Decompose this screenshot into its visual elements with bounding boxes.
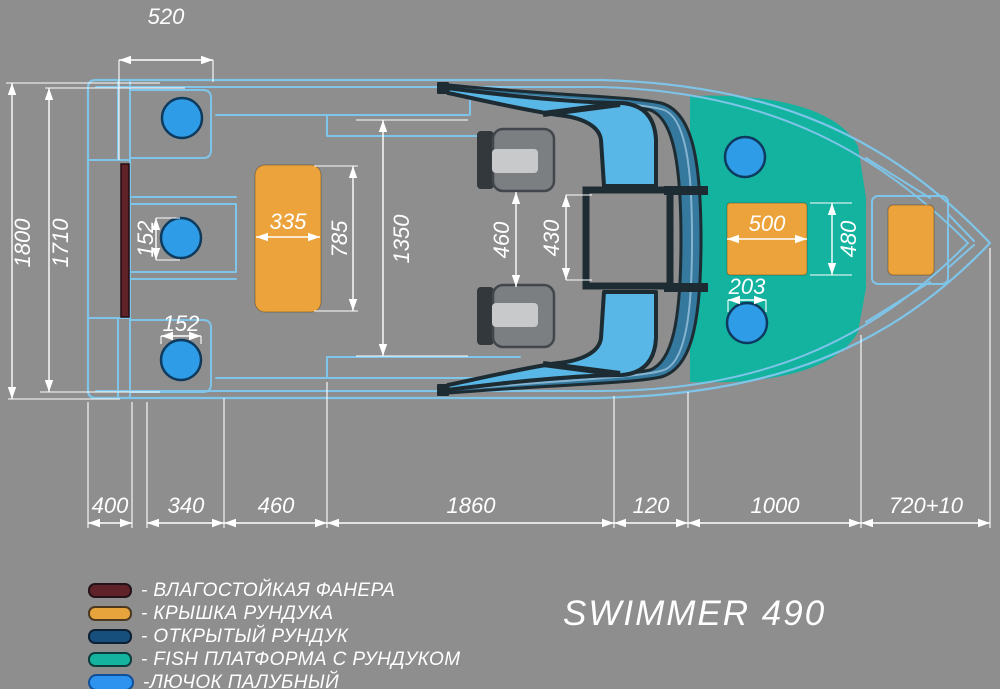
aft-bench-bottom	[129, 319, 212, 393]
dim-label-335: 335	[270, 209, 307, 234]
legend-item: - КРЫШКА РУНДУКА	[88, 603, 460, 624]
legend: - ВЛАГОСТОЙКАЯ ФАНЕРА - КРЫШКА РУНДУКА -…	[88, 580, 460, 689]
locker-lid-bow	[887, 204, 935, 276]
deck-hatches	[159, 96, 769, 382]
dim-label-340: 340	[168, 493, 205, 518]
hull-outline	[86, 78, 992, 400]
dim-label-203: 203	[728, 274, 766, 299]
dim-label-400: 400	[92, 493, 129, 518]
windshield-glass-lower	[445, 290, 658, 392]
dim-label-785: 785	[327, 220, 352, 257]
locker-lid-cockpit	[254, 164, 322, 313]
legend-item: - ОТКРЫТЫЙ РУНДУК	[88, 626, 460, 647]
legend-item: -ЛЮЧОК ПАЛУБНЫЙ	[88, 671, 460, 689]
cockpit-liner	[215, 86, 541, 379]
helm-seat-starboard	[477, 283, 556, 349]
legend-swatch	[88, 583, 132, 598]
legend-label: - КРЫШКА РУНДУКА	[141, 602, 334, 624]
legend-label: - FISH ПЛАТФОРМА С РУНДУКОМ	[141, 648, 461, 670]
deck-hatch	[159, 216, 203, 260]
windshield-glass-upper	[445, 86, 658, 188]
dimension-labels: 520 1800 1710 1350 785 335 460 430 500 4…	[10, 4, 964, 518]
legend-swatch	[88, 652, 132, 667]
helm-seats	[477, 127, 556, 349]
deck-hatch	[725, 301, 769, 345]
legend-swatch	[88, 606, 132, 621]
dim-label-430: 430	[539, 219, 564, 256]
deck-hatch	[159, 338, 203, 382]
legend-swatch	[88, 674, 134, 689]
stern-structure	[87, 80, 237, 398]
dim-label-460-seats: 460	[489, 221, 514, 258]
bow-structure	[865, 157, 975, 323]
plywood-transom-bar	[120, 163, 130, 318]
dim-label-1860: 1860	[447, 493, 497, 518]
dim-label-520: 520	[148, 4, 185, 29]
dim-label-480: 480	[836, 220, 861, 257]
legend-item: - FISH ПЛАТФОРМА С РУНДУКОМ	[88, 649, 460, 670]
legend-swatch	[88, 629, 132, 644]
legend-label: -ЛЮЧОК ПАЛУБНЫЙ	[143, 671, 340, 689]
dim-label-1710: 1710	[48, 218, 73, 268]
walkthrough-opening	[582, 186, 674, 290]
aft-bench-top	[129, 89, 212, 159]
dim-label-720-10: 720+10	[889, 493, 964, 518]
dim-label-1350: 1350	[389, 214, 414, 264]
legend-label: - ВЛАГОСТОЙКАЯ ФАНЕРА	[141, 579, 396, 601]
dim-label-152-aft: 152	[163, 311, 200, 336]
dim-label-460: 460	[258, 493, 295, 518]
legend-item: - ВЛАГОСТОЙКАЯ ФАНЕРА	[88, 580, 460, 601]
legend-label: - ОТКРЫТЫЙ РУНДУК	[141, 625, 349, 647]
dim-label-500: 500	[749, 211, 786, 236]
windshield-console	[437, 82, 708, 396]
diagram-title: SWIMMER 490	[563, 594, 827, 633]
dim-label-152-mid: 152	[133, 221, 158, 258]
dim-label-1000: 1000	[751, 493, 801, 518]
deck-hatch	[723, 135, 767, 179]
dimension-lines	[6, 55, 991, 528]
dim-label-120: 120	[633, 493, 670, 518]
dim-label-1800: 1800	[10, 218, 35, 268]
helm-seat-port	[477, 127, 556, 193]
deck-hatch	[160, 96, 204, 140]
